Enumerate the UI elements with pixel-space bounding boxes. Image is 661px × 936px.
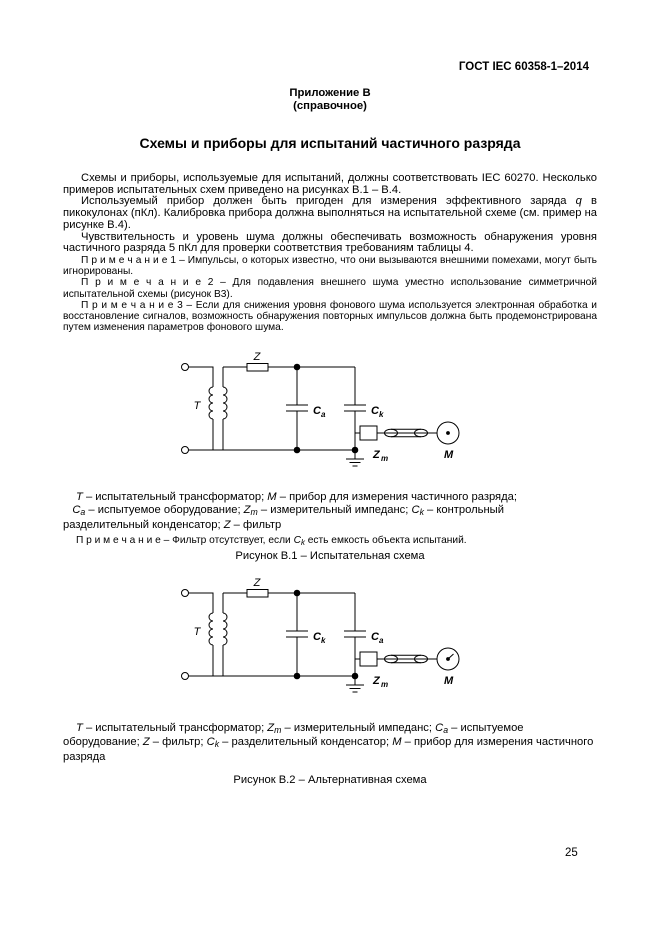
capacitor-mid (286, 592, 308, 676)
label-impedance-sub: m (381, 454, 388, 463)
filter-resistor (223, 588, 355, 598)
label-impedance-sub: m (381, 680, 388, 689)
page-number: 25 (565, 847, 578, 859)
annex-heading: Приложение В (289, 87, 371, 99)
note-2: П р и м е ч а н и е 2 – Для подавления в… (63, 277, 597, 300)
figure-b2-legend: Т – испытательный трансформатор; Zm – из… (63, 721, 594, 764)
label-filter: Z (253, 577, 262, 589)
filter-resistor (223, 363, 355, 372)
terminal-bottom-icon (181, 446, 189, 455)
ground-icon (346, 675, 364, 693)
pd-meter-icon (436, 421, 460, 445)
figure-b1-legend: Т – испытательный трансформатор; М – при… (63, 491, 517, 532)
label-capacitor-mid-sub: k (321, 636, 326, 645)
label-transformer: T (194, 626, 202, 638)
circuit-diagram-b1: T Z C a C k Z m M (181, 351, 460, 467)
capacitor-right (344, 592, 366, 676)
page-content: ГОСТ IEC 60358-1–2014 Приложение В (спра… (63, 0, 597, 787)
ground-icon (346, 450, 364, 467)
label-meter: M (444, 675, 454, 687)
terminal-bottom-icon (181, 671, 189, 680)
label-capacitor-mid: C (313, 405, 322, 417)
paragraph-3: Чувствительность и уровень шума должны о… (63, 230, 597, 255)
label-impedance: Z (372, 449, 381, 461)
coax-cable-icon (377, 429, 437, 438)
figure-b1-caption: Рисунок В.1 – Испытательная схема (235, 549, 425, 562)
pd-meter-icon (436, 647, 460, 671)
capacitor-mid (286, 367, 308, 451)
circuit-diagram-b2: T Z C k C a Z m M (181, 577, 460, 693)
figure-b2-caption: Рисунок В.2 – Альтернативная схема (233, 774, 427, 787)
page-title: Схемы и приборы для испытаний частичного… (139, 135, 521, 151)
junction-dots (293, 589, 359, 679)
label-capacitor-mid: C (313, 631, 322, 643)
label-meter: M (444, 449, 454, 461)
paragraph-2: Используемый прибор должен быть пригоден… (63, 195, 597, 231)
standard-designation: ГОСТ IEC 60358-1–2014 (458, 61, 589, 73)
label-filter: Z (253, 351, 262, 363)
terminal-top-icon (181, 363, 189, 372)
figure-b2-schematic: T Z C k C a Z m M (170, 574, 597, 705)
paragraph-1: Схемы и приборы, используемые для испыта… (63, 172, 597, 196)
label-impedance: Z (372, 675, 381, 687)
figure-b1-schematic: T Z C a C k Z m M (170, 348, 597, 479)
note-3: П р и м е ч а н и е 3 – Если для снижени… (63, 299, 597, 334)
label-capacitor-right-sub: k (379, 410, 384, 419)
terminal-top-icon (181, 588, 189, 597)
capacitor-right (344, 367, 366, 451)
label-capacitor-right-sub: a (379, 636, 384, 645)
note-1: П р и м е ч а н и е 1 – Импульсы, о кото… (63, 254, 597, 278)
coax-cable-icon (377, 654, 437, 663)
label-transformer: T (194, 400, 202, 412)
figure-b1-note: П р и м е ч а н и е – Фильтр отсутствует… (76, 535, 467, 548)
junction-dots (293, 364, 359, 454)
measuring-impedance-box (355, 425, 378, 441)
label-capacitor-mid-sub: a (321, 410, 326, 419)
measuring-impedance-box (355, 651, 378, 667)
label-capacitor-right: C (371, 405, 380, 417)
label-capacitor-right: C (371, 631, 380, 643)
annex-subheading: (справочное) (293, 100, 367, 112)
